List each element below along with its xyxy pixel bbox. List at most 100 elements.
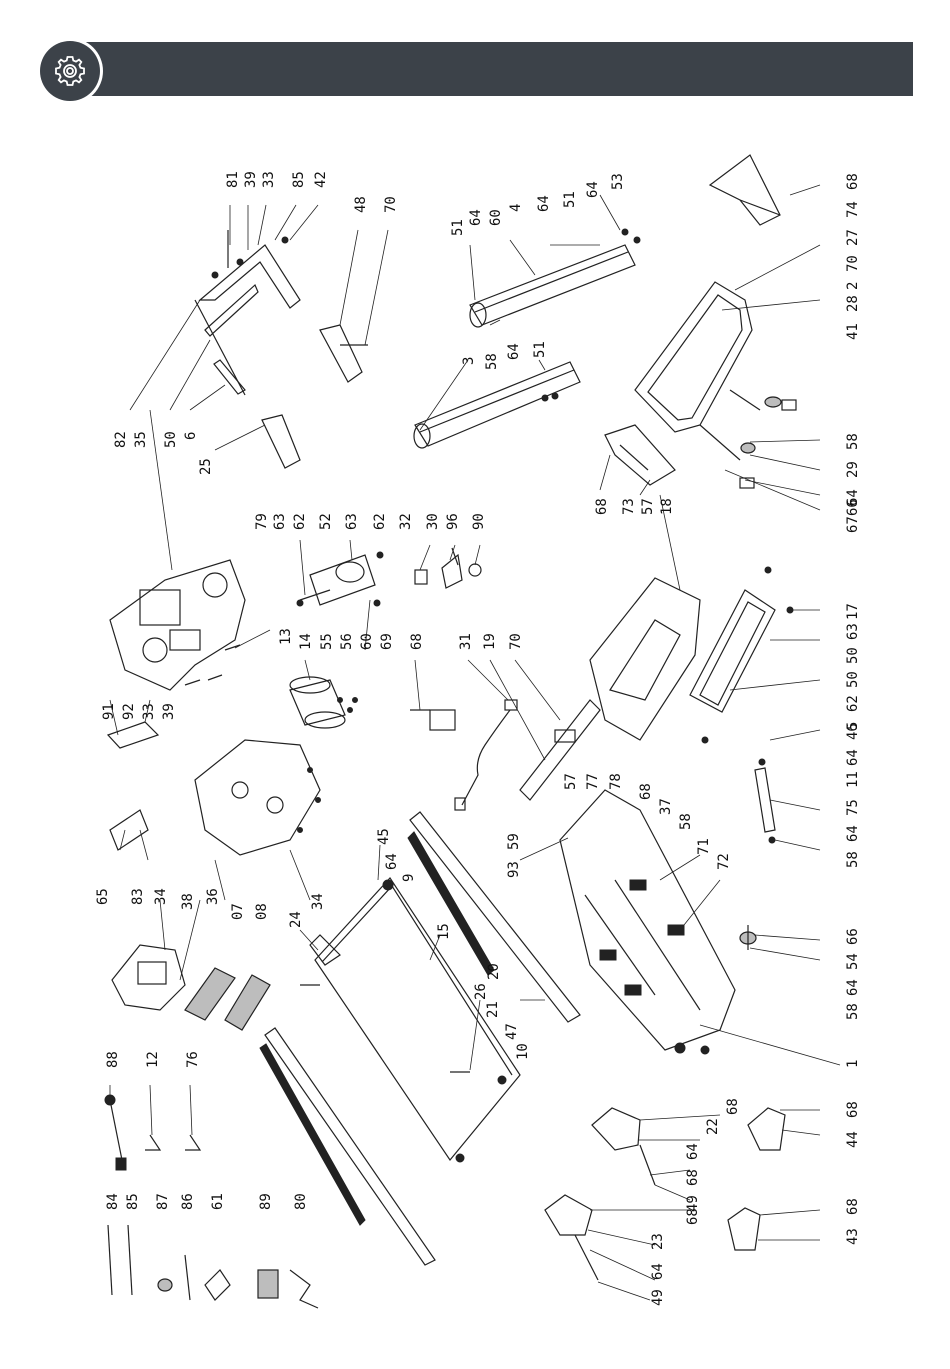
callout-57: 57 bbox=[563, 773, 579, 790]
callout-61: 61 bbox=[210, 1193, 226, 1210]
callout-86: 86 bbox=[180, 1193, 196, 1210]
callout-24: 24 bbox=[288, 911, 304, 928]
callout-63: 63 bbox=[845, 623, 861, 640]
callout-34: 34 bbox=[153, 888, 169, 905]
part-25-cover bbox=[261, 414, 301, 469]
callout-4: 4 bbox=[508, 204, 524, 212]
callout-67: 67 bbox=[845, 516, 861, 533]
callout-55: 55 bbox=[319, 633, 335, 650]
callout-3: 3 bbox=[461, 357, 477, 365]
deck-15 bbox=[300, 877, 521, 1163]
callout-27: 27 bbox=[845, 229, 861, 246]
callout-85: 85 bbox=[125, 1193, 141, 1210]
callout-48: 48 bbox=[353, 196, 369, 213]
callout-68: 68 bbox=[725, 1098, 741, 1115]
callout-65: 65 bbox=[95, 888, 111, 905]
callout-51: 51 bbox=[450, 219, 466, 236]
callout-19: 19 bbox=[482, 633, 498, 650]
callout-68: 68 bbox=[845, 1101, 861, 1118]
callout-58: 58 bbox=[845, 433, 861, 450]
callout-43: 43 bbox=[845, 1228, 861, 1245]
callout-68: 68 bbox=[685, 1208, 701, 1225]
base-frame-2 bbox=[634, 281, 797, 489]
rail-left bbox=[259, 1027, 436, 1266]
callout-63: 63 bbox=[344, 513, 360, 530]
side-rail-3 bbox=[413, 361, 581, 449]
part-48-pad bbox=[319, 324, 368, 383]
callout-50: 50 bbox=[845, 671, 861, 688]
callout-45: 45 bbox=[376, 828, 392, 845]
callout-17: 17 bbox=[845, 603, 861, 620]
callout-1: 1 bbox=[845, 1060, 861, 1068]
callout-38: 38 bbox=[180, 893, 196, 910]
callout-87: 87 bbox=[155, 1193, 171, 1210]
callout-81: 81 bbox=[225, 171, 241, 188]
callout-64: 64 bbox=[845, 979, 861, 996]
callout-08: 08 bbox=[254, 903, 270, 920]
callout-20: 20 bbox=[486, 963, 502, 980]
callout-64: 64 bbox=[506, 343, 522, 360]
callout-68: 68 bbox=[594, 498, 610, 515]
keypad-07 bbox=[184, 967, 236, 1021]
callout-68: 68 bbox=[845, 173, 861, 190]
callout-92: 92 bbox=[121, 703, 137, 720]
callout-26: 26 bbox=[473, 983, 489, 1000]
callout-64: 64 bbox=[650, 1263, 666, 1280]
motor-hood-18 bbox=[589, 577, 701, 741]
part-22 bbox=[591, 1107, 656, 1186]
callout-64: 64 bbox=[536, 195, 552, 212]
callout-68: 68 bbox=[845, 1198, 861, 1215]
part-73-bracket bbox=[604, 424, 676, 486]
callout-64: 64 bbox=[468, 209, 484, 226]
callout-64: 64 bbox=[845, 749, 861, 766]
callout-9: 9 bbox=[401, 874, 417, 882]
callout-64: 64 bbox=[585, 181, 601, 198]
callout-76: 76 bbox=[185, 1051, 201, 1068]
parts-65-83 bbox=[109, 809, 149, 851]
callout-14: 14 bbox=[298, 633, 314, 650]
callout-52: 52 bbox=[318, 513, 334, 530]
gear-badge bbox=[40, 41, 100, 101]
callout-23: 23 bbox=[650, 1233, 666, 1250]
callout-58: 58 bbox=[845, 851, 861, 868]
callout-66: 66 bbox=[845, 499, 861, 516]
upper-bracket-assembly bbox=[194, 230, 301, 396]
callout-64: 64 bbox=[384, 853, 400, 870]
header-bar bbox=[78, 42, 913, 96]
callout-10: 10 bbox=[515, 1043, 531, 1060]
leader-lines bbox=[109, 184, 841, 1301]
callout-72: 72 bbox=[716, 853, 732, 870]
callout-77: 77 bbox=[585, 773, 601, 790]
tools-group bbox=[107, 1224, 319, 1309]
callout-42: 42 bbox=[313, 171, 329, 188]
callout-12: 12 bbox=[145, 1051, 161, 1068]
callout-33: 33 bbox=[141, 703, 157, 720]
callout-49: 49 bbox=[685, 1195, 701, 1212]
part-48-plate bbox=[410, 709, 456, 731]
callout-44: 44 bbox=[845, 1131, 861, 1148]
callout-66: 66 bbox=[845, 928, 861, 945]
callout-25: 25 bbox=[198, 458, 214, 475]
motor-cover-36 bbox=[194, 739, 321, 856]
callout-11: 11 bbox=[845, 771, 861, 788]
callout-84: 84 bbox=[105, 1193, 121, 1210]
callout-21: 21 bbox=[485, 1001, 501, 1018]
callout-29: 29 bbox=[845, 461, 861, 478]
callout-39: 39 bbox=[243, 171, 259, 188]
parts-88-12-76 bbox=[104, 1094, 202, 1171]
part-43 bbox=[727, 1207, 761, 1251]
callout-35: 35 bbox=[133, 431, 149, 448]
callout-74: 74 bbox=[845, 201, 861, 218]
callout-79: 79 bbox=[254, 513, 270, 530]
callout-64: 64 bbox=[845, 825, 861, 842]
callout-5: 5 bbox=[845, 722, 861, 730]
foot-54 bbox=[739, 925, 757, 950]
callout-54: 54 bbox=[845, 953, 861, 970]
callout-31: 31 bbox=[458, 633, 474, 650]
callout-13: 13 bbox=[278, 628, 294, 645]
callout-47: 47 bbox=[504, 1023, 520, 1040]
callout-90: 90 bbox=[471, 513, 487, 530]
callout-53: 53 bbox=[610, 173, 626, 190]
callout-68: 68 bbox=[685, 1169, 701, 1186]
